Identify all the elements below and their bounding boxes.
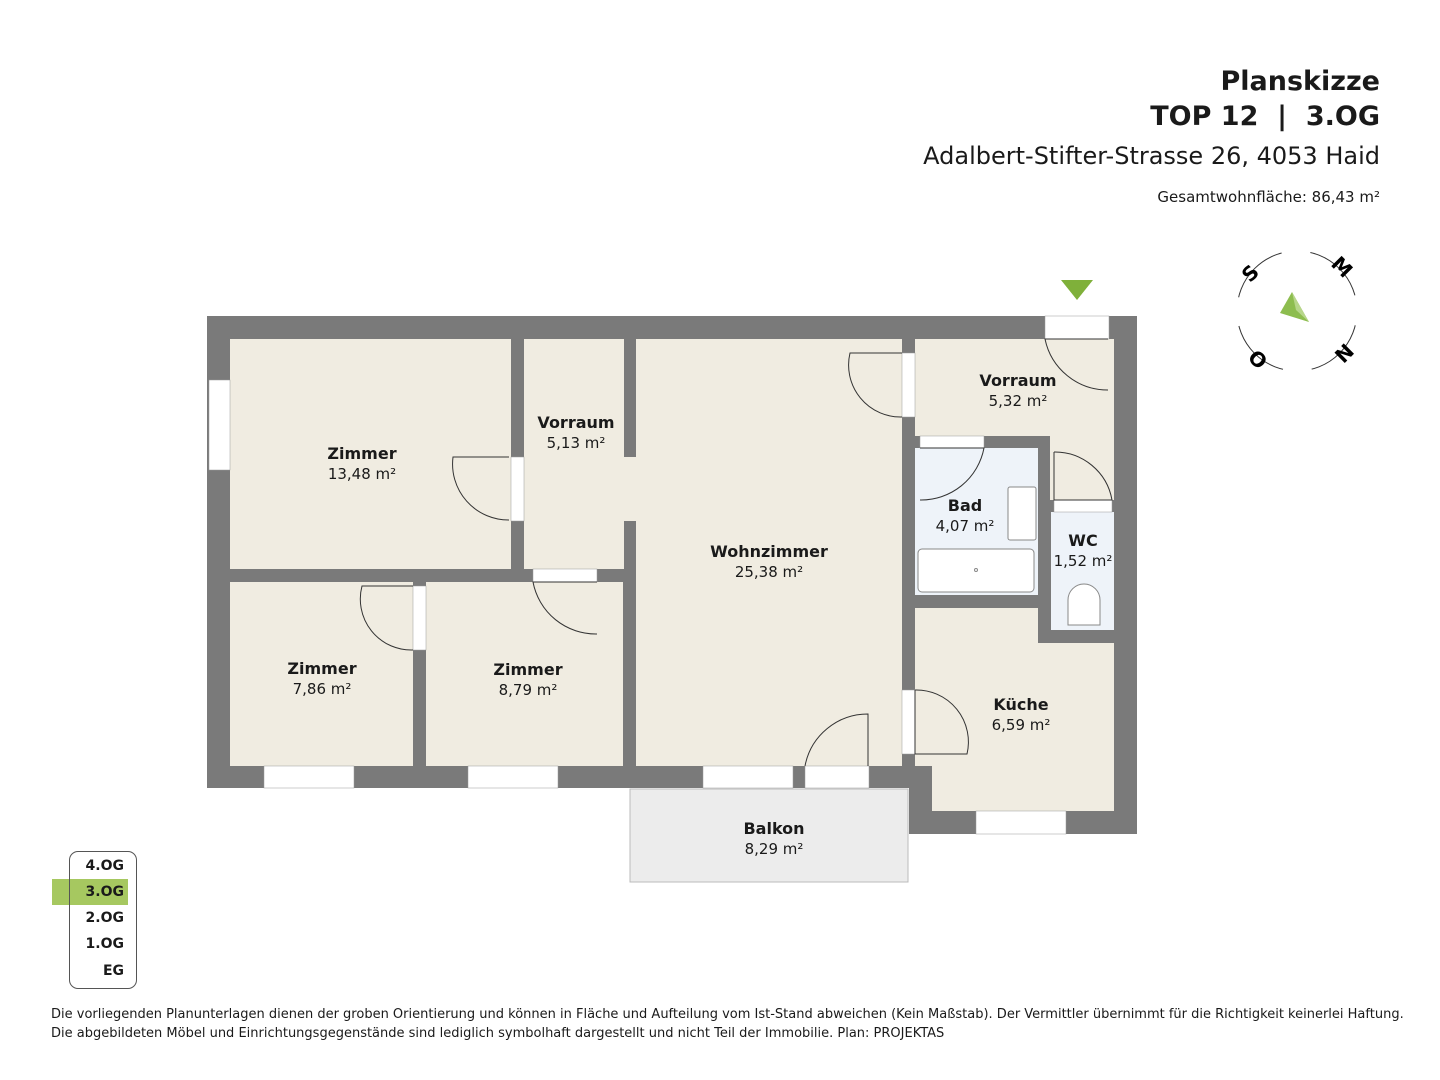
room-zimmer-3: [426, 582, 623, 766]
door-swings: [359, 338, 1113, 767]
balcony: [629, 788, 909, 883]
address: Adalbert-Stifter-Strasse 26, 4053 Haid: [923, 142, 1380, 170]
compass-icon: S M N O: [1227, 241, 1367, 381]
disclaimer: Die vorliegenden Planunterlagen dienen d…: [51, 1007, 1404, 1041]
floor-4og[interactable]: 4.OG: [85, 858, 124, 874]
room-kueche-b: [1038, 643, 1114, 811]
room-vorraum-2: [915, 339, 1114, 436]
room-zimmer-1: [230, 339, 511, 569]
room-zimmer-2: [230, 582, 413, 766]
floor-1og[interactable]: 1.OG: [85, 936, 124, 952]
sink: [1007, 486, 1037, 541]
opening: [624, 457, 636, 521]
floor-2og[interactable]: 2.OG: [85, 910, 124, 926]
floor-eg[interactable]: EG: [102, 963, 124, 979]
room-vorraum-2-corridor: [1050, 436, 1114, 500]
compass-o: O: [1243, 344, 1272, 373]
total-area: Gesamtwohnfläche: 86,43 m²: [1157, 188, 1380, 206]
room-vorraum-1: [524, 339, 624, 569]
room-kueche: [915, 608, 1038, 811]
plan-title: Planskizze: [1220, 66, 1380, 97]
compass-m: M: [1326, 251, 1357, 282]
room-wohnzimmer: [636, 339, 902, 766]
windows: [208, 315, 1113, 835]
floor-selector[interactable]: 4.OG 3.OG 2.OG 1.OG EG: [69, 851, 137, 989]
fixtures: [917, 486, 1101, 626]
unit-floor: TOP 12 | 3.OG: [1150, 101, 1380, 132]
floor-3og[interactable]: 3.OG: [85, 884, 124, 900]
selected-floor-highlight: [52, 879, 128, 905]
entrance-marker-icon: [1061, 280, 1093, 300]
compass-n: N: [1330, 339, 1359, 368]
toilet: [1067, 583, 1101, 626]
